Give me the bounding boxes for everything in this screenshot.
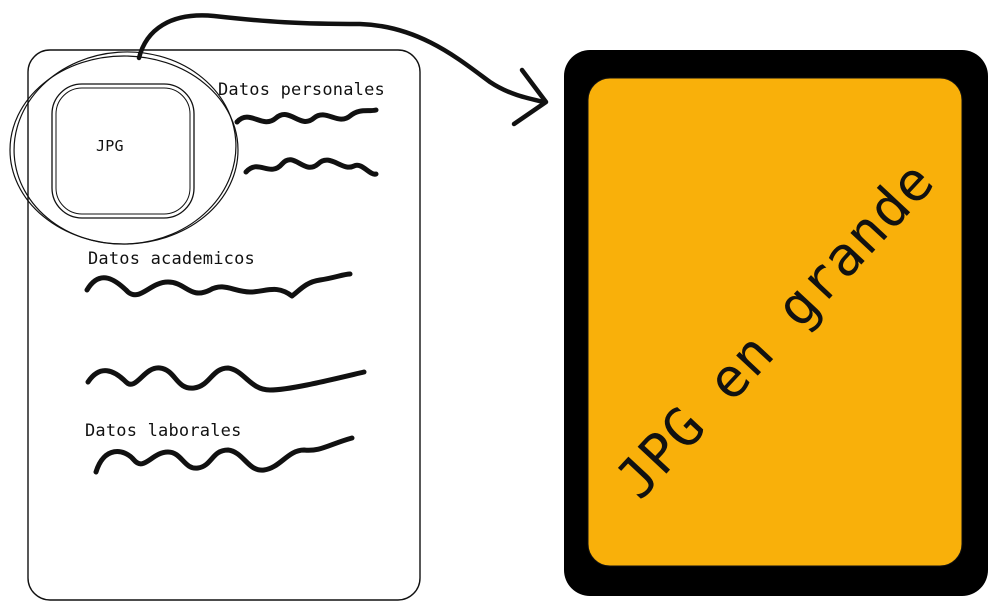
squiggle-work-1 [93,435,355,475]
photo-thumbnail [51,83,195,219]
arrowhead [511,67,549,127]
section-label-work: Datos laborales [85,421,242,441]
squiggle-academic-1 [84,271,353,299]
section-label-personal: Datos personales [218,80,385,100]
squiggle-personal-2 [243,157,379,177]
arrow [136,13,549,127]
section-label-academic: Datos academicos [88,249,255,269]
preview-fill [587,77,963,567]
photo-label: JPG [96,137,124,155]
squiggle-academic-2 [85,365,367,393]
highlight-circle [9,51,239,245]
squiggle-personal-1 [234,107,379,125]
profile-card [27,49,421,601]
